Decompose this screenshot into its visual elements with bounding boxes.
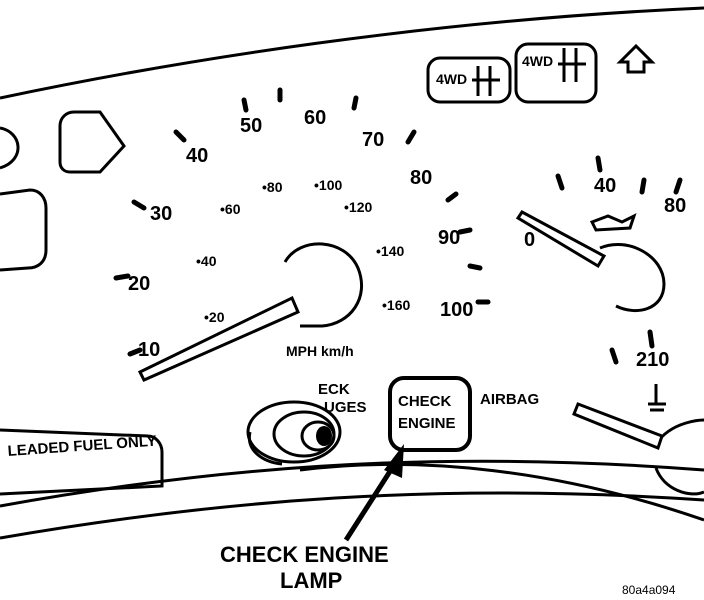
axle-icon xyxy=(472,66,500,96)
left-cutout-mid xyxy=(0,188,48,272)
mph-label-80: 80 xyxy=(410,167,432,189)
check-engine-line2: ENGINE xyxy=(398,415,456,432)
mph-label-10: 10 xyxy=(138,339,160,361)
airbag-label: AIRBAG xyxy=(480,391,539,408)
oil-gauge-needle xyxy=(515,210,607,269)
check-engine-lamp: CHECK ENGINE xyxy=(388,376,472,452)
temp-gauge-hub xyxy=(654,418,704,496)
fourwd-right-label: 4WD xyxy=(522,53,553,69)
speedometer-hub xyxy=(283,242,364,328)
oil-label-40: 40 xyxy=(594,175,616,197)
mph-label-30: 30 xyxy=(150,203,172,225)
mph-label-70: 70 xyxy=(362,129,384,151)
check-gauges-line1: ECK xyxy=(318,381,350,398)
turn-indicator-left xyxy=(58,110,126,174)
mph-tick-marks xyxy=(113,87,491,357)
mph-label-60: 60 xyxy=(304,107,326,129)
panel-lens-edge xyxy=(299,462,704,522)
mph-tick-9 xyxy=(457,227,473,235)
mph-tick-4 xyxy=(241,97,249,113)
temperature-gauge: 210 xyxy=(572,329,704,496)
axle-icon xyxy=(558,48,586,82)
fourwd-left-label: 4WD xyxy=(436,71,467,87)
panel-top-edge xyxy=(0,6,704,100)
kmh-label-60: •60 xyxy=(220,201,241,217)
fourwd-indicator-left: 4WD xyxy=(426,56,512,104)
check-gauges-lamp: ECK UGES xyxy=(318,381,367,416)
speedometer-needle xyxy=(137,295,300,382)
mph-label-40: 40 xyxy=(186,145,208,167)
mph-tick-1 xyxy=(113,273,131,281)
oil-can-icon xyxy=(589,213,637,232)
mph-label-20: 20 xyxy=(128,273,150,295)
left-cutout-top xyxy=(0,126,20,170)
mph-label-50: 50 xyxy=(240,115,262,137)
check-gauges-line2: UGES xyxy=(324,399,367,416)
mph-tick-10 xyxy=(467,263,483,271)
callout-arrow xyxy=(343,444,404,542)
temp-symbol-icon xyxy=(648,384,666,412)
panel-lower-edge xyxy=(0,491,704,540)
mph-tick-3 xyxy=(173,129,187,143)
kmh-label-120: •120 xyxy=(344,199,372,215)
panel-bottom-edge xyxy=(0,459,704,508)
kmh-label-160: •160 xyxy=(382,297,410,313)
mph-scale-labels: 10 20 30 40 50 60 70 80 90 100 xyxy=(128,107,473,361)
trip-reset-knob xyxy=(246,400,342,466)
mph-tick-0 xyxy=(127,347,143,357)
callout-line1: CHECK ENGINE xyxy=(220,542,389,567)
mph-tick-8 xyxy=(445,191,459,203)
mph-label-100: 100 xyxy=(440,299,473,321)
oil-gauge-hub xyxy=(599,242,666,313)
speedometer-units: MPH km/h xyxy=(286,343,354,359)
kmh-scale-labels: •20 •40 •60 •80 •100•120 •140 •160 xyxy=(196,177,410,325)
cluster-panel xyxy=(0,6,704,540)
mph-tick-7 xyxy=(405,129,417,145)
mph-tick-2 xyxy=(131,199,147,211)
temp-gauge-needle xyxy=(572,402,664,450)
fuel-label: LEADED FUEL ONLY xyxy=(7,433,157,460)
callout-line2: LAMP xyxy=(280,568,342,593)
kmh-label-80: •80 xyxy=(262,179,283,195)
kmh-label-140: •140 xyxy=(376,243,404,259)
fourwd-indicator-right: 4WD xyxy=(514,42,598,104)
oil-label-0: 0 xyxy=(524,229,535,251)
oil-pressure-gauge: 0 40 80 xyxy=(515,155,686,313)
oil-label-80: 80 xyxy=(664,195,686,217)
kmh-label-40: •40 xyxy=(196,253,217,269)
kmh-label-100: •100 xyxy=(314,177,342,193)
temp-label-210: 210 xyxy=(636,349,669,371)
mph-tick-6 xyxy=(351,95,359,111)
figure-id: 80a4a094 xyxy=(622,583,676,597)
kmh-label-20: •20 xyxy=(204,309,225,325)
mph-label-90: 90 xyxy=(438,227,460,249)
check-engine-line1: CHECK xyxy=(398,393,452,410)
upshift-arrow-icon xyxy=(616,43,656,74)
